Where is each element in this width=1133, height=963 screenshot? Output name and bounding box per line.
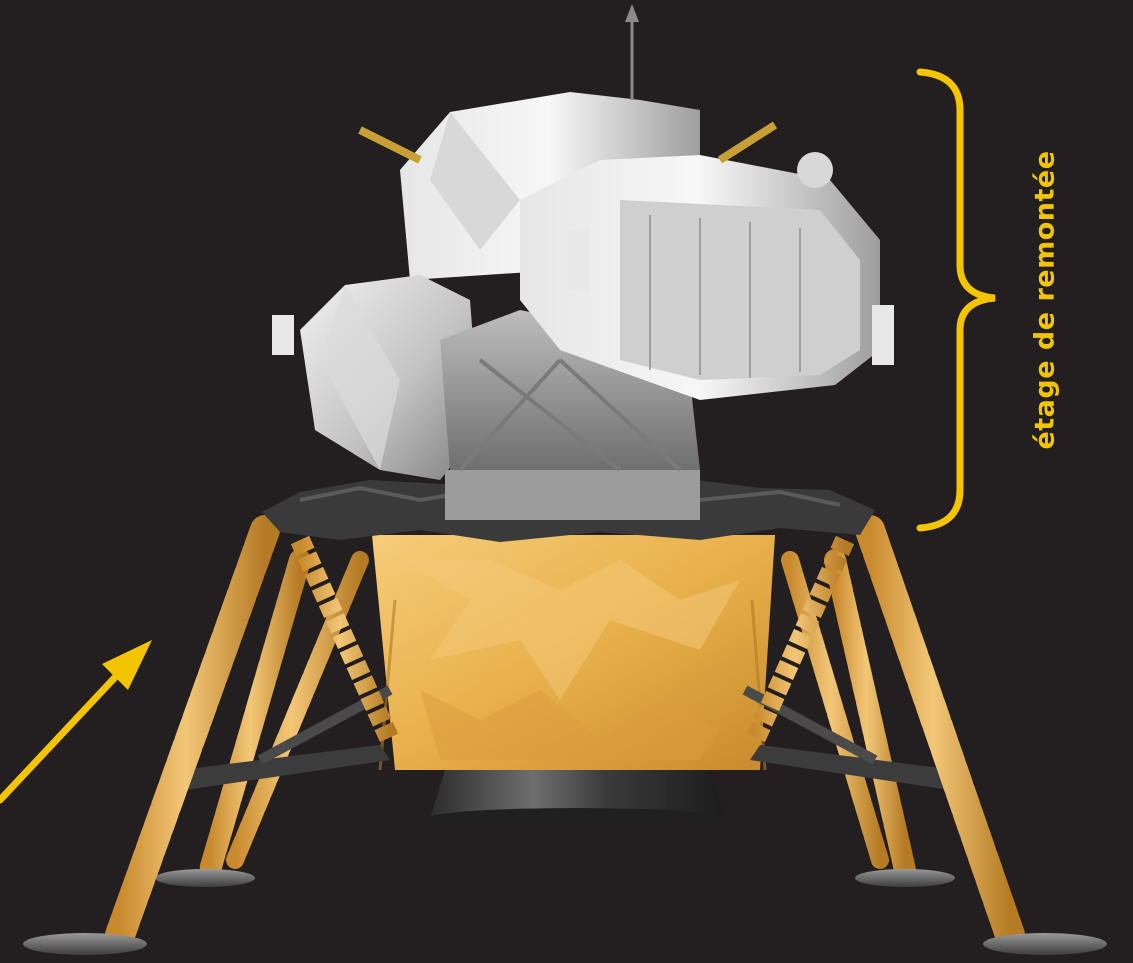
descent-stage bbox=[372, 535, 775, 770]
ascent-stage bbox=[300, 92, 880, 520]
descent-engine-nozzle bbox=[429, 770, 725, 828]
arrow-icon bbox=[0, 672, 120, 800]
brace-icon bbox=[920, 72, 995, 528]
ascent-stage-text: étage de remontée bbox=[1030, 150, 1061, 449]
